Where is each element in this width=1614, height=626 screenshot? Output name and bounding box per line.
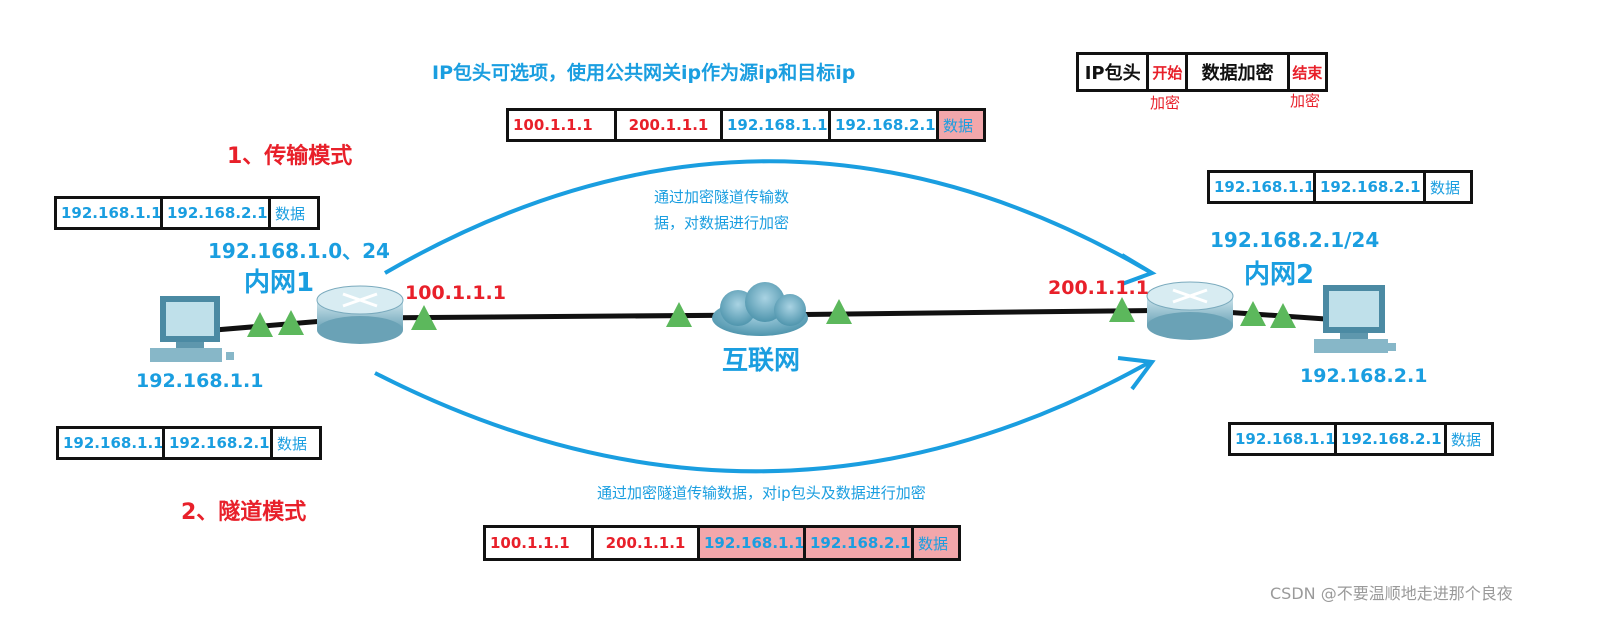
- computer-icon-right: [1314, 285, 1396, 353]
- router-icon-right: [1146, 281, 1234, 340]
- legend-end-sub: 加密: [1290, 92, 1321, 110]
- right-bottom-packet: 192.168.1.1 192.168.2.1 数据: [1228, 422, 1494, 456]
- transport-mode-label: 1、传输模式: [227, 144, 353, 169]
- right-network-name: 内网2: [1244, 260, 1315, 290]
- router-icon-left: [316, 285, 404, 344]
- link-markers: [247, 297, 1296, 337]
- right-router-ip: 200.1.1.1: [1048, 277, 1149, 299]
- right-top-packet: 192.168.1.1 192.168.2.1 数据: [1207, 170, 1473, 204]
- upper-tunnel-note: 通过加密隧道传输数 据，对数据进行加密: [654, 188, 790, 232]
- right-host-ip: 192.168.2.1: [1300, 365, 1428, 387]
- computer-icon-left: [150, 296, 234, 362]
- transport-packet: 100.1.1.1 200.1.1.1 192.168.1.1 192.168.…: [506, 108, 986, 142]
- upper-tunnel-arrow: [383, 159, 1152, 275]
- left-host-ip: 192.168.1.1: [136, 370, 264, 392]
- left-bottom-packet: 192.168.1.1 192.168.2.1 数据: [56, 426, 322, 460]
- left-subnet: 192.168.1.0、24: [208, 239, 390, 263]
- tunnel-mode-label: 2、隧道模式: [181, 500, 307, 525]
- left-network-name: 内网1: [244, 268, 315, 298]
- legend-packet: IP包头 开始 数据加密 结束: [1076, 52, 1328, 92]
- right-subnet: 192.168.2.1/24: [1210, 228, 1380, 252]
- legend-start-sub: 加密: [1150, 94, 1181, 112]
- top-note: IP包头可选项，使用公共网关ip作为源ip和目标ip: [432, 62, 856, 84]
- tunnel-packet: 100.1.1.1 200.1.1.1 192.168.1.1 192.168.…: [483, 525, 961, 561]
- watermark: CSDN @不要温顺地走进那个良夜: [1270, 584, 1513, 603]
- cloud-icon: [712, 282, 808, 336]
- lower-tunnel-arrow: [374, 360, 1151, 474]
- internet-label: 互联网: [722, 346, 801, 376]
- lower-tunnel-note: 通过加密隧道传输数据，对ip包头及数据进行加密: [597, 484, 926, 502]
- left-router-ip: 100.1.1.1: [405, 282, 506, 304]
- left-top-packet: 192.168.1.1 192.168.2.1 数据: [54, 196, 320, 230]
